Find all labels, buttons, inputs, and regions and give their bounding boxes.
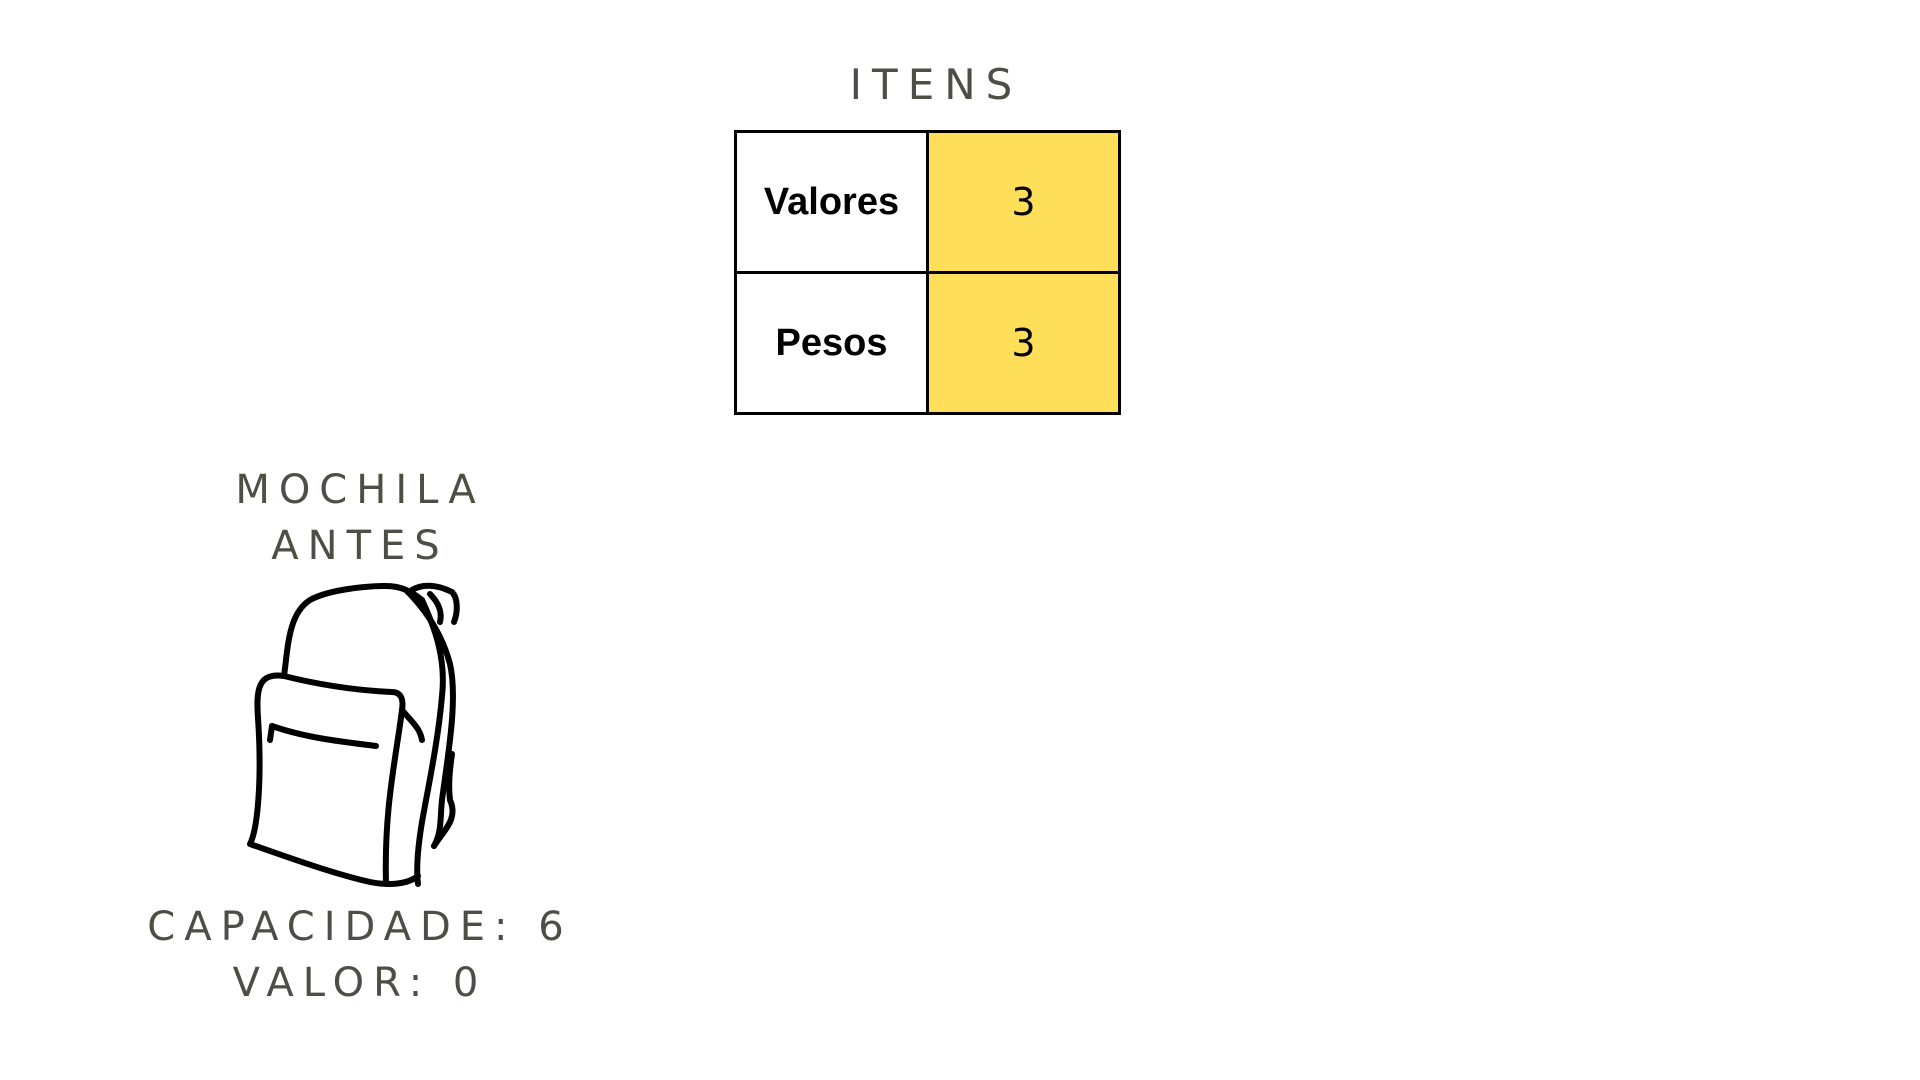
backpack-title: MOCHILA ANTES <box>160 462 560 574</box>
backpack-title-line1: MOCHILA <box>235 467 485 513</box>
row-label-weights: Pesos <box>734 271 929 415</box>
weight-cell: 3 <box>926 271 1121 415</box>
value-label: VALOR: <box>232 960 432 1006</box>
row-label-values: Valores <box>734 130 929 274</box>
items-title: ITENS <box>849 60 1023 109</box>
value-line: VALOR: 0 <box>110 955 610 1011</box>
table-row-values: Valores 3 <box>734 130 1121 274</box>
backpack-title-line2: ANTES <box>271 523 449 569</box>
capacity-line: CAPACIDADE: 6 <box>110 899 610 955</box>
table-row-weights: Pesos 3 <box>734 271 1121 415</box>
capacity-label: CAPACIDADE: <box>147 904 517 950</box>
items-table: Valores 3 Pesos 3 <box>734 130 1121 415</box>
capacity-value: 6 <box>538 904 573 950</box>
backpack-stats: CAPACIDADE: 6 VALOR: 0 <box>110 899 610 1011</box>
backpack-icon <box>247 582 460 887</box>
value-cell: 3 <box>926 130 1121 274</box>
value-value: 0 <box>452 960 488 1006</box>
